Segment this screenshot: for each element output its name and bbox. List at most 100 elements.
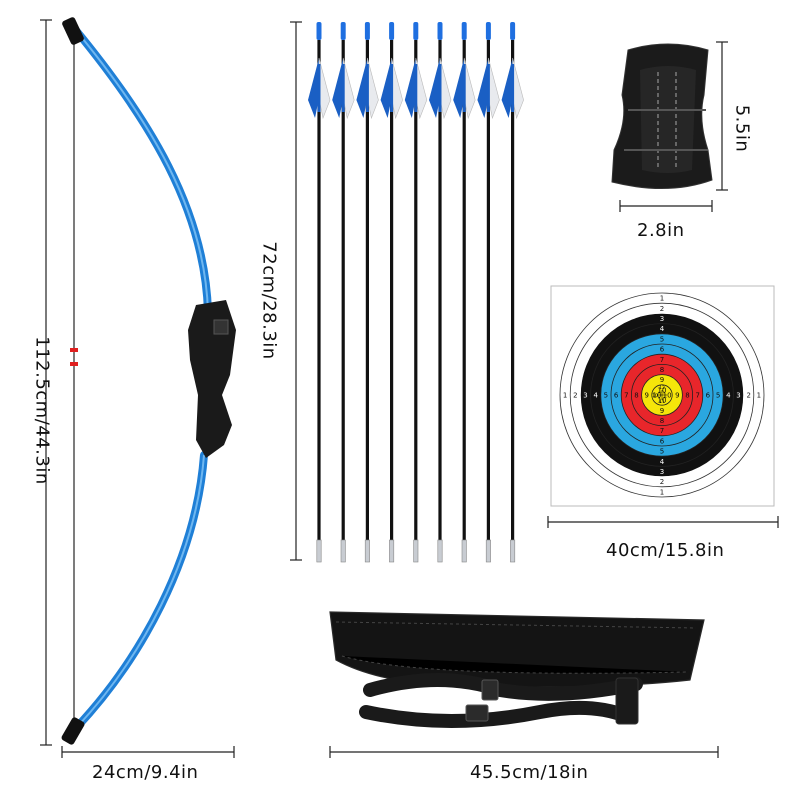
ring-number: 3 [736,392,740,400]
arrow-nock [389,22,395,40]
arrow-fletch [318,57,331,120]
ring-number: 6 [706,392,711,400]
ring-number: 8 [660,366,664,374]
center-number: 10 [652,393,658,399]
ring-number: 10 [663,392,672,400]
ring-number: 7 [695,392,699,400]
ring-number: 5 [604,392,608,400]
arrow-fletch [429,58,440,118]
arrow-point [364,539,370,563]
arrow-nock [437,22,443,40]
upper-limb [70,24,212,316]
arrow-fletch [453,58,465,118]
arrow-point [389,539,395,563]
arrow-rest [213,319,229,335]
lower-tip [61,717,85,745]
quiver [329,611,705,728]
quiver-width-dimension [329,746,719,758]
arrow [308,22,331,563]
arrow-fletch [477,58,489,118]
arrow-fletch [342,57,355,120]
ring-number: 9 [660,376,664,384]
arrow-nock [485,22,491,40]
upper-tip [62,17,84,45]
arrow-fletch [501,58,513,118]
guard-height-dimension [716,41,728,191]
nock-marker [70,362,78,366]
arrow [380,22,403,563]
ring-number: 1 [563,392,567,400]
bow-width-label: 24cm/9.4in [92,762,199,783]
ring-number: 8 [685,392,689,400]
ring-number: 6 [660,346,665,354]
ring-number: 9 [660,407,664,415]
arrow-point [461,539,467,563]
arrow-point [437,539,443,563]
arrow-nock [340,22,346,40]
ring-number: 1 [757,392,761,400]
ring-number: 7 [660,356,664,364]
bow-width-dimension [61,746,235,758]
bow-height-label: 112.5cm/44.3in [31,336,53,485]
arrow-nock [510,22,516,40]
ring-number: 4 [660,458,665,466]
arrow-nock [413,22,419,40]
upper-limb-shine [73,27,209,313]
ring-number: 7 [660,427,664,435]
arrow [453,22,476,563]
arrow-length-dimension [290,21,302,561]
arrow-fletch [367,57,379,120]
arrow [501,22,524,563]
arrow [332,22,355,563]
lower-limb [72,451,208,732]
bow-riser [188,300,236,458]
arrow [429,22,452,563]
ring-number: 3 [583,392,587,400]
ring-number: 4 [660,325,665,333]
ring-number: 4 [593,392,598,400]
arrow-fletch [308,58,319,118]
lower-limb-shine [75,454,205,729]
arrow-nock [461,22,467,40]
arrow-fletch [380,58,392,118]
arrow-point [413,539,419,563]
arrow-fletch [356,58,368,118]
ring-number: 9 [644,392,648,400]
arrow-length-label: 72cm/28.3in [258,241,280,360]
ring-number: 3 [660,315,664,323]
ring-number: 6 [660,437,665,445]
ring-number: 5 [660,448,664,456]
guard-width-label: 2.8in [637,220,685,241]
arrow-point [510,539,516,563]
arrow-point [485,539,491,563]
guard-width-dimension [619,200,713,212]
ring-number: 2 [660,305,664,313]
arrow-nock [316,22,322,40]
ring-number: 9 [675,392,679,400]
arrow-fletch [415,57,428,120]
ring-number: 1 [660,488,664,496]
target-width-label: 40cm/15.8in [606,540,725,561]
arrow-fletch [391,57,403,120]
recurve-bow [61,17,236,745]
guard-height-label: 5.5in [731,104,753,153]
ring-number: 3 [660,468,664,476]
bow-height-dimension [40,19,52,746]
ring-number: 6 [614,392,619,400]
center-number: 11 [659,399,665,405]
arrow-fletch [512,57,524,120]
ring-number: 2 [573,392,577,400]
arrow-fletch [332,58,344,118]
center-number: 12 [659,385,665,391]
ring-number: 5 [660,335,664,343]
ring-number: 2 [746,392,750,400]
quiver-width-label: 45.5cm/18in [470,762,589,783]
arrow-fletch [463,57,476,120]
arrow-fletch [488,57,500,120]
ring-number: 2 [660,478,664,486]
ring-number: 8 [634,392,638,400]
arrow-set [308,22,524,563]
ring-number: 10 [652,392,661,400]
